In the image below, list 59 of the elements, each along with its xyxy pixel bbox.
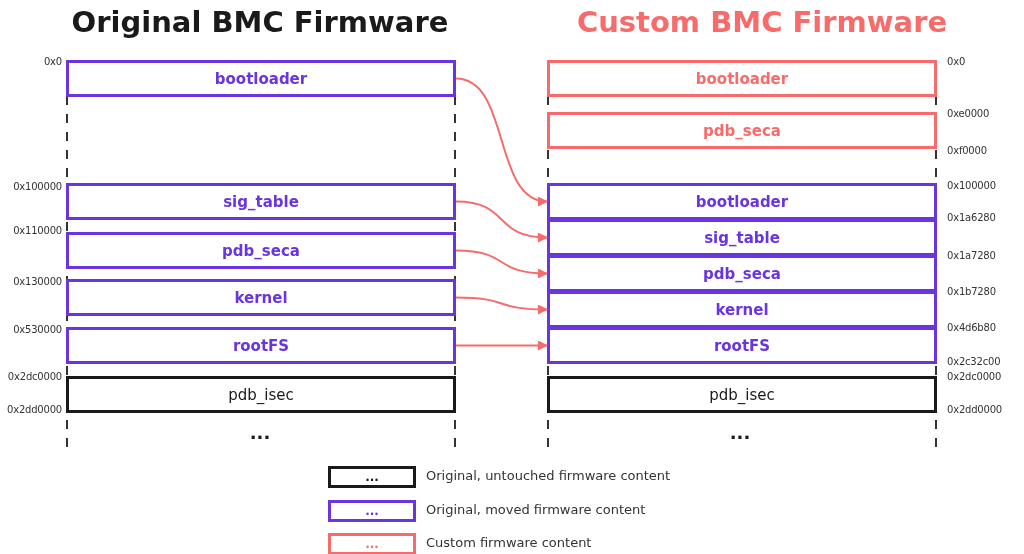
region-name: bootloader (695, 192, 789, 211)
address-label: 0x0 (43, 56, 62, 67)
address-label: 0x4d6b80 (947, 322, 996, 333)
region-name: rootFS (713, 336, 771, 355)
arrow (455, 77, 548, 205)
region-name: pdb_seca (222, 241, 300, 260)
memory-region-box (547, 219, 937, 256)
memory-region-box (547, 291, 937, 328)
memory-region-box (547, 112, 937, 149)
memory-region-box (66, 327, 456, 364)
address-label: 0x1a6280 (947, 212, 996, 223)
ellipsis: ... (249, 422, 271, 443)
address-label: 0xe0000 (947, 108, 990, 119)
memory-region-box (66, 232, 456, 269)
arrow (455, 340, 548, 351)
region-name: kernel (234, 288, 288, 307)
address-label: 0x1b7280 (947, 286, 996, 297)
ellipsis: ... (365, 506, 379, 516)
address-label: 0x110000 (13, 225, 62, 236)
ellipsis: ... (365, 539, 379, 549)
ellipsis: ... (365, 472, 379, 482)
region-name: bootloader (695, 69, 789, 88)
memory-region-box (547, 327, 937, 364)
memory-region-box (547, 376, 937, 413)
address-label: 0x2dc0000 (7, 371, 62, 382)
region-name: pdb_seca (703, 121, 781, 140)
memory-region-box (547, 60, 937, 97)
address-label: 0x2dc0000 (947, 371, 1002, 382)
region-name: bootloader (214, 69, 308, 88)
memory-region-box (547, 255, 937, 292)
memory-region-box (66, 183, 456, 220)
legend-label: Custom firmware content (426, 535, 592, 550)
ellipsis: ... (729, 422, 751, 443)
address-label: 0x2c32c00 (947, 356, 1001, 367)
arrow (455, 200, 548, 242)
memory-region-box (547, 183, 937, 220)
address-label: 0x1a7280 (947, 250, 996, 261)
region-name: pdb_seca (703, 264, 781, 283)
column-heading: Custom BMC Firmware (576, 5, 948, 39)
address-label: 0x100000 (947, 180, 996, 191)
arrow (455, 296, 548, 315)
region-name: sig_table (223, 192, 299, 211)
region-name: pdb_isec (228, 385, 294, 404)
legend-label: Original, moved firmware content (426, 502, 646, 517)
legend-label: Original, untouched firmware content (426, 468, 671, 483)
memory-region-box (66, 376, 456, 413)
address-label: 0x2dd0000 (947, 404, 1002, 415)
region-name: sig_table (704, 228, 780, 247)
region-name: pdb_isec (709, 385, 775, 404)
address-label: 0x530000 (13, 324, 62, 335)
memory-region-box (66, 60, 456, 97)
address-label: 0x0 (947, 56, 966, 67)
column-heading: Original BMC Firmware (71, 5, 449, 39)
arrow (455, 249, 548, 279)
region-name: rootFS (232, 336, 290, 355)
address-label: 0xf0000 (947, 145, 987, 156)
address-label: 0x130000 (13, 276, 62, 287)
region-name: kernel (715, 300, 769, 319)
memory-region-box (66, 279, 456, 316)
